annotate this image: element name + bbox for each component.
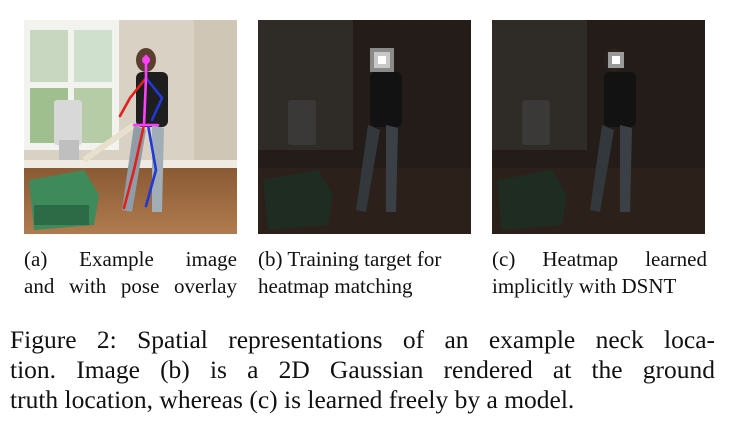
- figure-caption-line: truth location, whereas (c) is learned f…: [10, 385, 575, 414]
- subcaption-a-line: (a) Example image: [24, 247, 237, 271]
- subcaption-a-line: and with pose overlay: [24, 274, 237, 298]
- figure-caption-line: Figure 2: Spatial representations of an …: [10, 325, 715, 354]
- training-target-heatmap: [258, 20, 471, 234]
- example-image-with-pose: [24, 20, 237, 234]
- gaussian-heatmap-blob: [370, 48, 394, 72]
- learned-heatmap: [492, 20, 705, 234]
- learned-heatmap-blob: [608, 52, 624, 68]
- subcaption-b-line: (b) Training target for: [258, 247, 442, 271]
- subcaption-b: (b) Training target for heatmap matching: [258, 246, 473, 300]
- subcaption-c: (c) Heatmap learned implicitly with DSNT: [492, 246, 707, 300]
- subcaption-b-line: heatmap matching: [258, 274, 413, 298]
- subcaption-a: (a) Example image and with pose overlay: [24, 246, 237, 300]
- subcaption-c-line: (c) Heatmap learned: [492, 247, 707, 271]
- figure-caption-line: tion. Image (b) is a 2D Gaussian rendere…: [10, 355, 715, 384]
- subcaption-c-line: implicitly with DSNT: [492, 274, 677, 298]
- figure-caption: Figure 2: Spatial representations of an …: [10, 325, 715, 415]
